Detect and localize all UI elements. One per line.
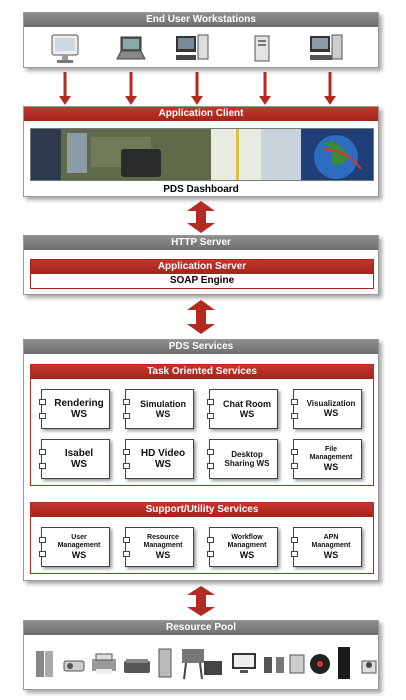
soap-engine-label: SOAP Engine [169,275,235,286]
isabel-ws: Isabel WS [39,439,110,479]
workstation-icons [24,31,378,67]
task-oriented-services-group: Task Oriented Services Rendering WS Simu… [30,364,374,486]
service-label: Visualization [306,399,356,409]
service-label: User [71,533,87,541]
service-label: Managment [227,541,267,549]
service-label: APN [323,533,339,541]
plotter-icon [182,649,204,680]
simulation-ws: Simulation WS [123,389,194,429]
apn-management-ws: APN Managment WS [291,527,362,567]
resource-management-ws: Resource Managment WS [123,527,194,567]
service-label: Management [309,453,353,461]
cluster-rack-icon [338,647,350,679]
service-label: WS [323,408,339,419]
workflow-management-ws: Workflow Managment WS [207,527,278,567]
user-management-ws: User Management WS [39,527,110,567]
service-label: WS [154,459,172,470]
dashboard-label: PDS Dashboard [163,184,239,195]
desktop-pc-icon [176,34,209,60]
double-arrow-icon [187,201,215,233]
service-label: WS [70,409,88,420]
server-rack-icon [36,651,53,677]
workstations-title: End User Workstations [24,13,378,27]
support-utility-services-title: Support/Utility Services [31,503,373,517]
tower-server-icon [158,648,172,678]
pds-services-panel: PDS Services Task Oriented Services Rend… [23,339,379,581]
device-icon [289,654,305,674]
service-label: Sharing WS [224,459,270,468]
task-oriented-services-title: Task Oriented Services [31,365,373,379]
arrow-down-icon [324,72,336,105]
service-label: Chat Room [223,398,271,409]
service-label: WS [155,549,171,560]
dashboard-screens-image [31,129,373,180]
service-label: HD Video [140,447,186,459]
service-label: Rendering [54,397,104,409]
chat-room-ws: Chat Room WS [207,389,278,429]
file-management-ws: File Management WS [291,439,362,479]
workstation-pc-icon [310,34,343,60]
service-label: Managment [311,541,351,549]
storage-icon [204,661,222,675]
desktop-sharing-ws: Desktop Sharing WS [207,439,278,479]
application-client-title: Application Client [24,107,378,121]
service-label: File [324,445,338,453]
arrow-down-icon [191,72,203,105]
camera-icon [361,660,377,674]
resource-pool-panel: Resource Pool [23,620,379,690]
visualization-ws: Visualization WS [291,389,362,429]
pds-services-title: PDS Services [24,340,378,354]
service-label: WS [155,409,171,419]
service-label: WS [323,461,339,472]
workstations-panel: End User Workstations [23,12,379,68]
service-label: WS [70,459,88,470]
resource-pool-title: Resource Pool [24,621,378,635]
application-server-title: Application Server [31,260,373,274]
arrow-down-icon [59,72,71,105]
application-client-panel: Application Client PDS Dashboard [23,106,379,197]
double-arrow-icon [187,300,215,334]
service-label: Resource [147,533,179,541]
printer-icon [92,653,116,674]
dashboard-screenshot [30,128,374,181]
service-label: Desktop [231,449,263,459]
monitor-icon [232,653,256,673]
service-label: WS [323,549,339,560]
application-server-box: Application Server SOAP Engine [30,259,374,289]
rendering-ws: Rendering WS [39,389,110,429]
hd-video-ws: HD Video WS [123,439,194,479]
resource-icons [24,645,378,685]
projector-icon [63,660,85,672]
fan-disc-icon [310,654,330,674]
arrow-down-icon [259,72,271,105]
double-arrow-icon [187,586,215,616]
service-label: Isabel [64,447,94,459]
service-label: Managment [143,541,183,549]
service-label: Simulation [139,398,186,409]
http-server-panel: HTTP Server Application Server SOAP Engi… [23,235,379,295]
tower-pc-icon [254,35,270,62]
service-label: Management [57,541,101,549]
laptop-icon [116,36,146,60]
imac-icon [51,34,79,63]
speakers-icon [264,657,284,673]
service-label: WS [71,549,87,560]
arrow-down-icon [125,72,137,105]
service-label: WS [239,409,255,419]
support-utility-services-group: Support/Utility Services User Management… [30,502,374,574]
scanner-icon [124,659,150,673]
service-label: Workflow [231,533,263,541]
http-server-title: HTTP Server [24,236,378,250]
service-label: WS [239,549,255,560]
